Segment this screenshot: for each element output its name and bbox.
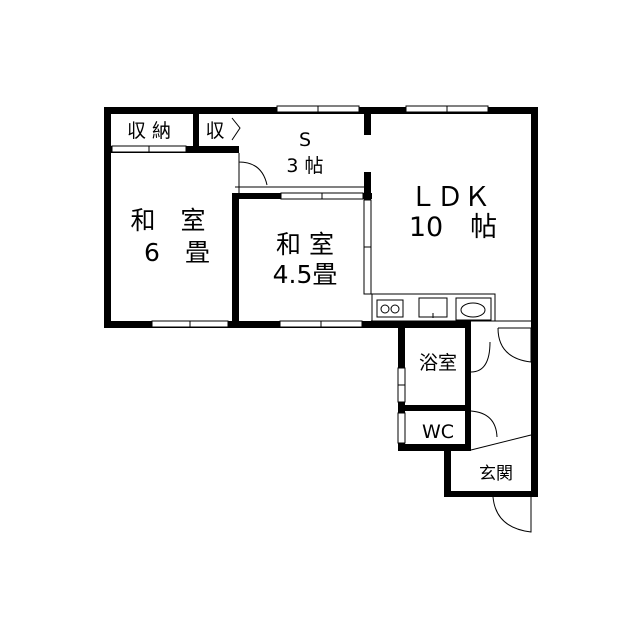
label-washitsu45-size: 4.5畳 <box>273 260 338 289</box>
label-s-room-name: S <box>299 129 311 151</box>
door-small-storage <box>231 117 241 141</box>
label-washitsu6-size: 6 畳 <box>144 238 210 267</box>
window-bottom-6mat <box>151 320 229 328</box>
door-bath-ldk <box>497 327 532 363</box>
windows <box>111 105 489 444</box>
room-labels: 収 納 収 S 3 帖 ＬＤＫ 10 帖 和 室 6 畳 和 室 4.5畳 浴室… <box>127 120 513 484</box>
doors <box>231 117 532 533</box>
label-ldk-name: ＬＤＫ <box>410 182 491 213</box>
door-bath <box>470 341 491 373</box>
label-ldk-size: 10 帖 <box>409 212 497 243</box>
kitchen <box>371 293 496 322</box>
window-top-ldk <box>405 105 489 113</box>
stove-icon <box>376 299 404 318</box>
label-washitsu45-name: 和 室 <box>276 230 334 259</box>
washbasin-icon <box>455 297 492 321</box>
window-wc-side <box>397 412 406 444</box>
window-storage-front <box>111 145 187 153</box>
label-washitsu6-name: 和 室 <box>130 206 205 235</box>
door-s-room <box>238 153 268 186</box>
label-storage-large: 収 納 <box>127 120 171 142</box>
window-45mat-ldk <box>363 199 372 295</box>
label-s-room-size: 3 帖 <box>286 155 323 177</box>
door-wc <box>470 410 498 438</box>
sink-icon <box>418 297 448 318</box>
window-top-s-room <box>276 105 360 113</box>
label-wc: WC <box>422 421 454 443</box>
window-bath-side <box>397 367 406 403</box>
label-entrance: 玄関 <box>479 464 513 484</box>
label-storage-small: 収 <box>205 120 224 142</box>
label-bath: 浴室 <box>419 352 457 374</box>
door-entrance <box>492 496 532 533</box>
window-45mat-top <box>280 192 364 200</box>
kitchen-counter <box>371 293 496 322</box>
window-bottom-45mat <box>279 320 363 328</box>
